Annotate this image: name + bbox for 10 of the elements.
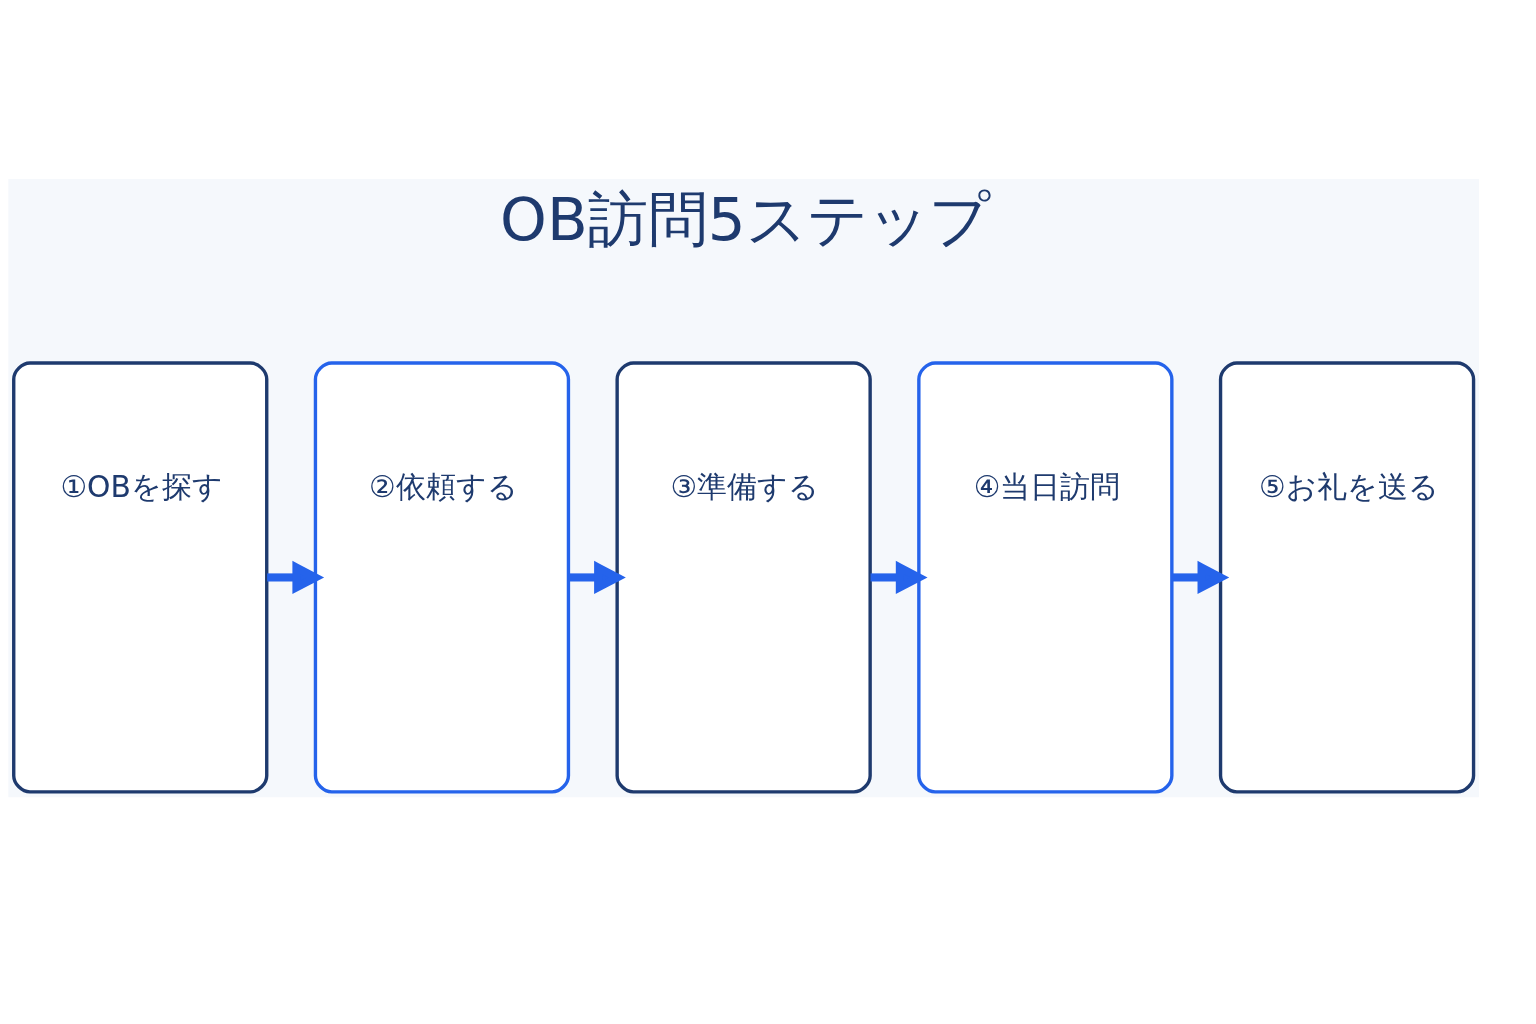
- node-box: ①OBを探す: [12, 360, 269, 794]
- arrow: [568, 560, 626, 594]
- arrow: [267, 560, 325, 594]
- node-box: ⑤お礼を送る: [1218, 360, 1476, 794]
- arrow: [1172, 560, 1230, 594]
- arrow: [870, 560, 928, 594]
- node-box: ③準備する: [615, 360, 872, 794]
- node-box: ②依頼する: [313, 360, 571, 794]
- diagram-title: OB訪問5ステップ: [500, 184, 990, 254]
- node-box: ④当日訪問: [917, 360, 1174, 794]
